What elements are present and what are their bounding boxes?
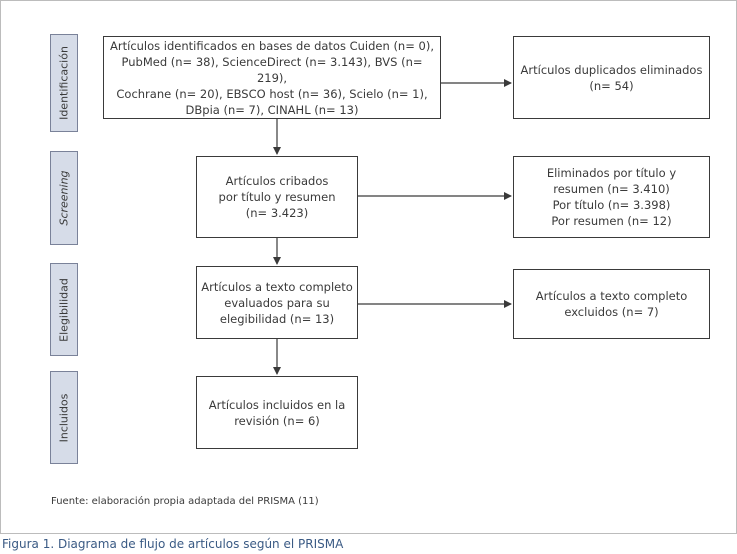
box-eliminated: Eliminados por título y resumen (n= 3.41… [513,156,710,238]
source-note: Fuente: elaboración propia adaptada del … [51,496,319,507]
box-identified: Artículos identificados en bases de dato… [103,36,441,119]
diagram-panel: Identificación Screening Elegibilidad In… [0,0,737,534]
stage-elegibilidad: Elegibilidad [50,263,78,356]
box-excluded: Artículos a texto completo excluidos (n=… [513,269,710,339]
stage-screening: Screening [50,151,78,245]
box-duplicates: Artículos duplicados eliminados (n= 54) [513,36,710,119]
box-fulltext: Artículos a texto completo evaluados par… [196,266,358,339]
stage-incluidos: Incluidos [50,371,78,464]
box-included: Artículos incluidos en la revisión (n= 6… [196,376,358,449]
box-screened: Artículos cribados por título y resumen … [196,156,358,238]
figure-caption: Figura 1. Diagrama de flujo de artículos… [2,537,344,551]
stage-identificacion: Identificación [50,34,78,132]
